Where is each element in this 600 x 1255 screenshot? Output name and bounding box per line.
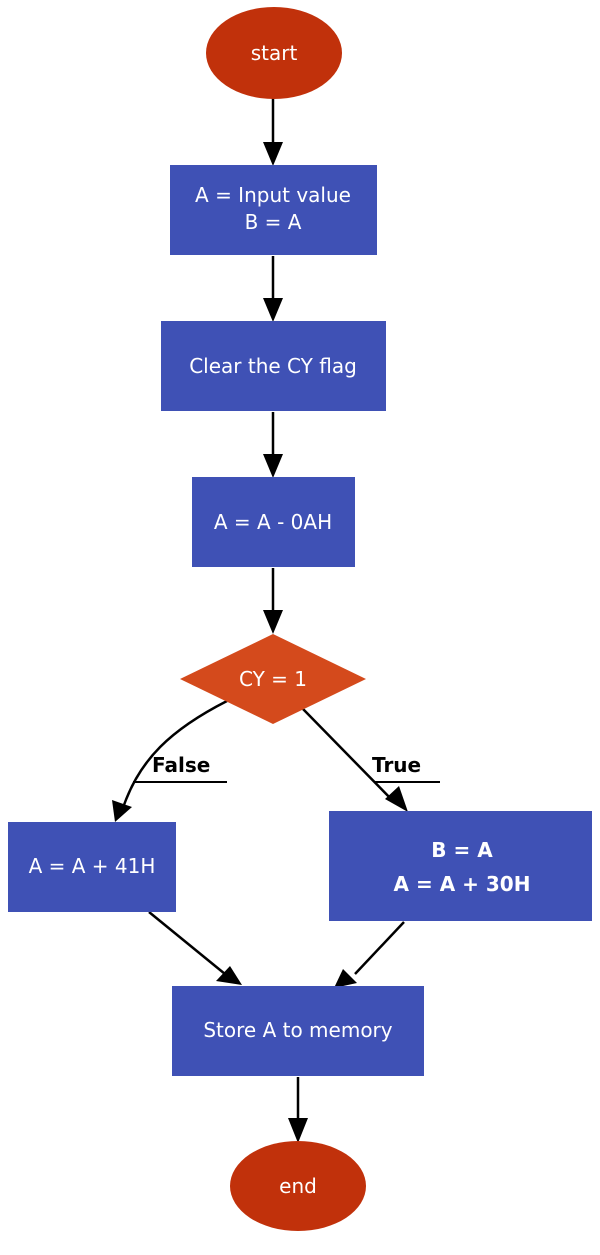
arrowhead [112, 800, 132, 822]
node-init: A = Input value B = A [170, 165, 377, 255]
edges: False True [112, 98, 440, 1143]
sub-process-shape [192, 477, 355, 567]
arrowhead [385, 786, 408, 812]
init-label-line1: A = Input value [195, 183, 351, 207]
end-terminal-shape [230, 1141, 366, 1231]
end-label: end [279, 1174, 317, 1198]
arrowhead [263, 610, 283, 634]
store-process-shape [172, 986, 424, 1076]
decision-shape [180, 634, 366, 724]
start-label: start [251, 41, 298, 65]
sub-label: A = A - 0AH [214, 510, 332, 534]
node-decision: CY = 1 [180, 634, 366, 724]
clear-label: Clear the CY flag [189, 354, 357, 378]
false-branch-process-shape [8, 822, 176, 912]
arrowhead [263, 142, 283, 166]
start-terminal-shape [206, 7, 342, 99]
arrowhead [334, 969, 357, 988]
true-branch-process-shape [329, 811, 592, 921]
arrowhead [288, 1118, 308, 1143]
node-store: Store A to memory [172, 986, 424, 1076]
false-label: False [152, 753, 210, 777]
true-branch-label-line2: A = A + 30H [394, 872, 531, 896]
store-label: Store A to memory [203, 1018, 392, 1042]
arrowhead [216, 966, 242, 985]
edge-decision-true [302, 708, 396, 804]
node-clear: Clear the CY flag [161, 321, 386, 411]
decision-label: CY = 1 [239, 667, 307, 691]
init-process-shape [170, 165, 377, 255]
node-end: end [230, 1141, 366, 1231]
arrowhead [263, 454, 283, 478]
false-branch-label: A = A + 41H [29, 854, 156, 878]
true-branch-label-line1: B = A [431, 838, 493, 862]
init-label-line2: B = A [245, 210, 302, 234]
clear-process-shape [161, 321, 386, 411]
edge-decision-false [122, 699, 228, 806]
node-false-branch: A = A + 41H [8, 822, 176, 912]
arrowhead [263, 298, 283, 322]
node-start: start [206, 7, 342, 99]
node-sub: A = A - 0AH [192, 477, 355, 567]
edge-true-to-store [354, 921, 405, 975]
true-label: True [372, 753, 421, 777]
edge-false-to-store [148, 911, 226, 975]
node-true-branch: B = A A = A + 30H [329, 811, 592, 921]
